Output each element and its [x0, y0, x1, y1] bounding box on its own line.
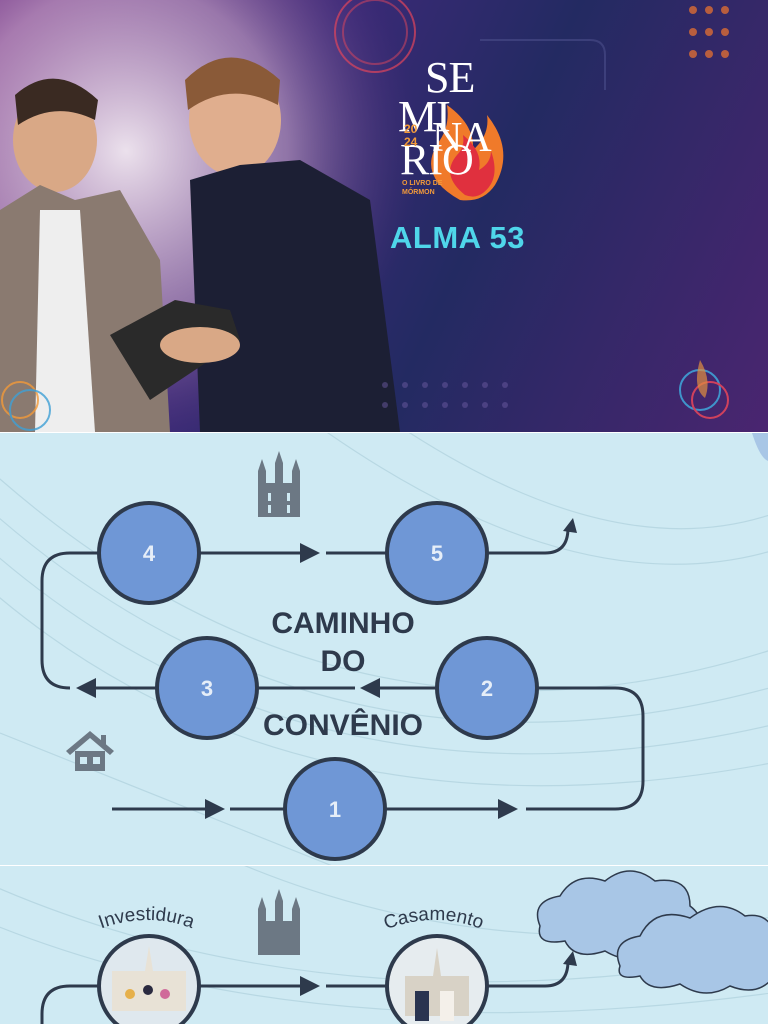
cover-photo	[0, 0, 420, 432]
marriage-label: Casamento	[381, 904, 486, 934]
title-line-2: DO	[320, 645, 366, 678]
node-1	[283, 757, 387, 861]
node-3	[155, 636, 259, 740]
node-1-label: 1	[329, 797, 341, 822]
logo-year-bottom: 24	[404, 135, 418, 149]
temple-icon	[258, 889, 300, 955]
logo-line-2: MI	[398, 92, 451, 141]
covenant-path-diagram: 4 5 3 2 1	[0, 433, 768, 865]
title-slide: SE MI NA RIO 20 24 O LIVRO DE MÓRMON ALM…	[0, 0, 768, 432]
logo-subtitle-1: O LIVRO DE	[402, 180, 443, 187]
logo-subtitle-2: MÓRMON	[402, 189, 435, 196]
slide-divider	[0, 865, 768, 866]
logo-line-1: SE	[425, 53, 475, 102]
slide-divider	[0, 432, 768, 433]
title-line-3: CONVÊNIO	[262, 709, 424, 742]
node-5-label: 5	[431, 541, 443, 566]
house-icon	[66, 731, 114, 771]
svg-text:Casamento: Casamento	[381, 904, 486, 934]
logo-line-4: RIO	[400, 135, 474, 184]
node-4-label: 4	[143, 541, 156, 566]
node-3-label: 3	[201, 676, 213, 701]
ordinances-slide: Investidura Casamento	[0, 866, 768, 1024]
lesson-title: ALMA 53	[390, 220, 525, 255]
marriage-photo	[385, 934, 489, 1024]
covenant-path-slide: 4 5 3 2 1 CAMINHO DO CONVÊNIO	[0, 433, 768, 865]
node-2-label: 2	[481, 676, 493, 701]
decorations	[1, 0, 729, 431]
endowment-label: Investidura	[96, 904, 198, 933]
flame-icon	[431, 105, 504, 201]
node-2	[435, 636, 539, 740]
endowment-photo	[97, 934, 201, 1024]
node-5	[385, 501, 489, 605]
logo-line-3: NA	[432, 115, 492, 161]
temple-icon	[258, 451, 300, 517]
ordinances-diagram: Investidura Casamento	[0, 866, 768, 1024]
logo-year-top: 20	[404, 122, 418, 136]
title-line-1: CAMINHO	[271, 607, 415, 640]
svg-text:Investidura: Investidura	[96, 904, 198, 933]
cloud-icon	[536, 870, 768, 994]
node-4	[97, 501, 201, 605]
